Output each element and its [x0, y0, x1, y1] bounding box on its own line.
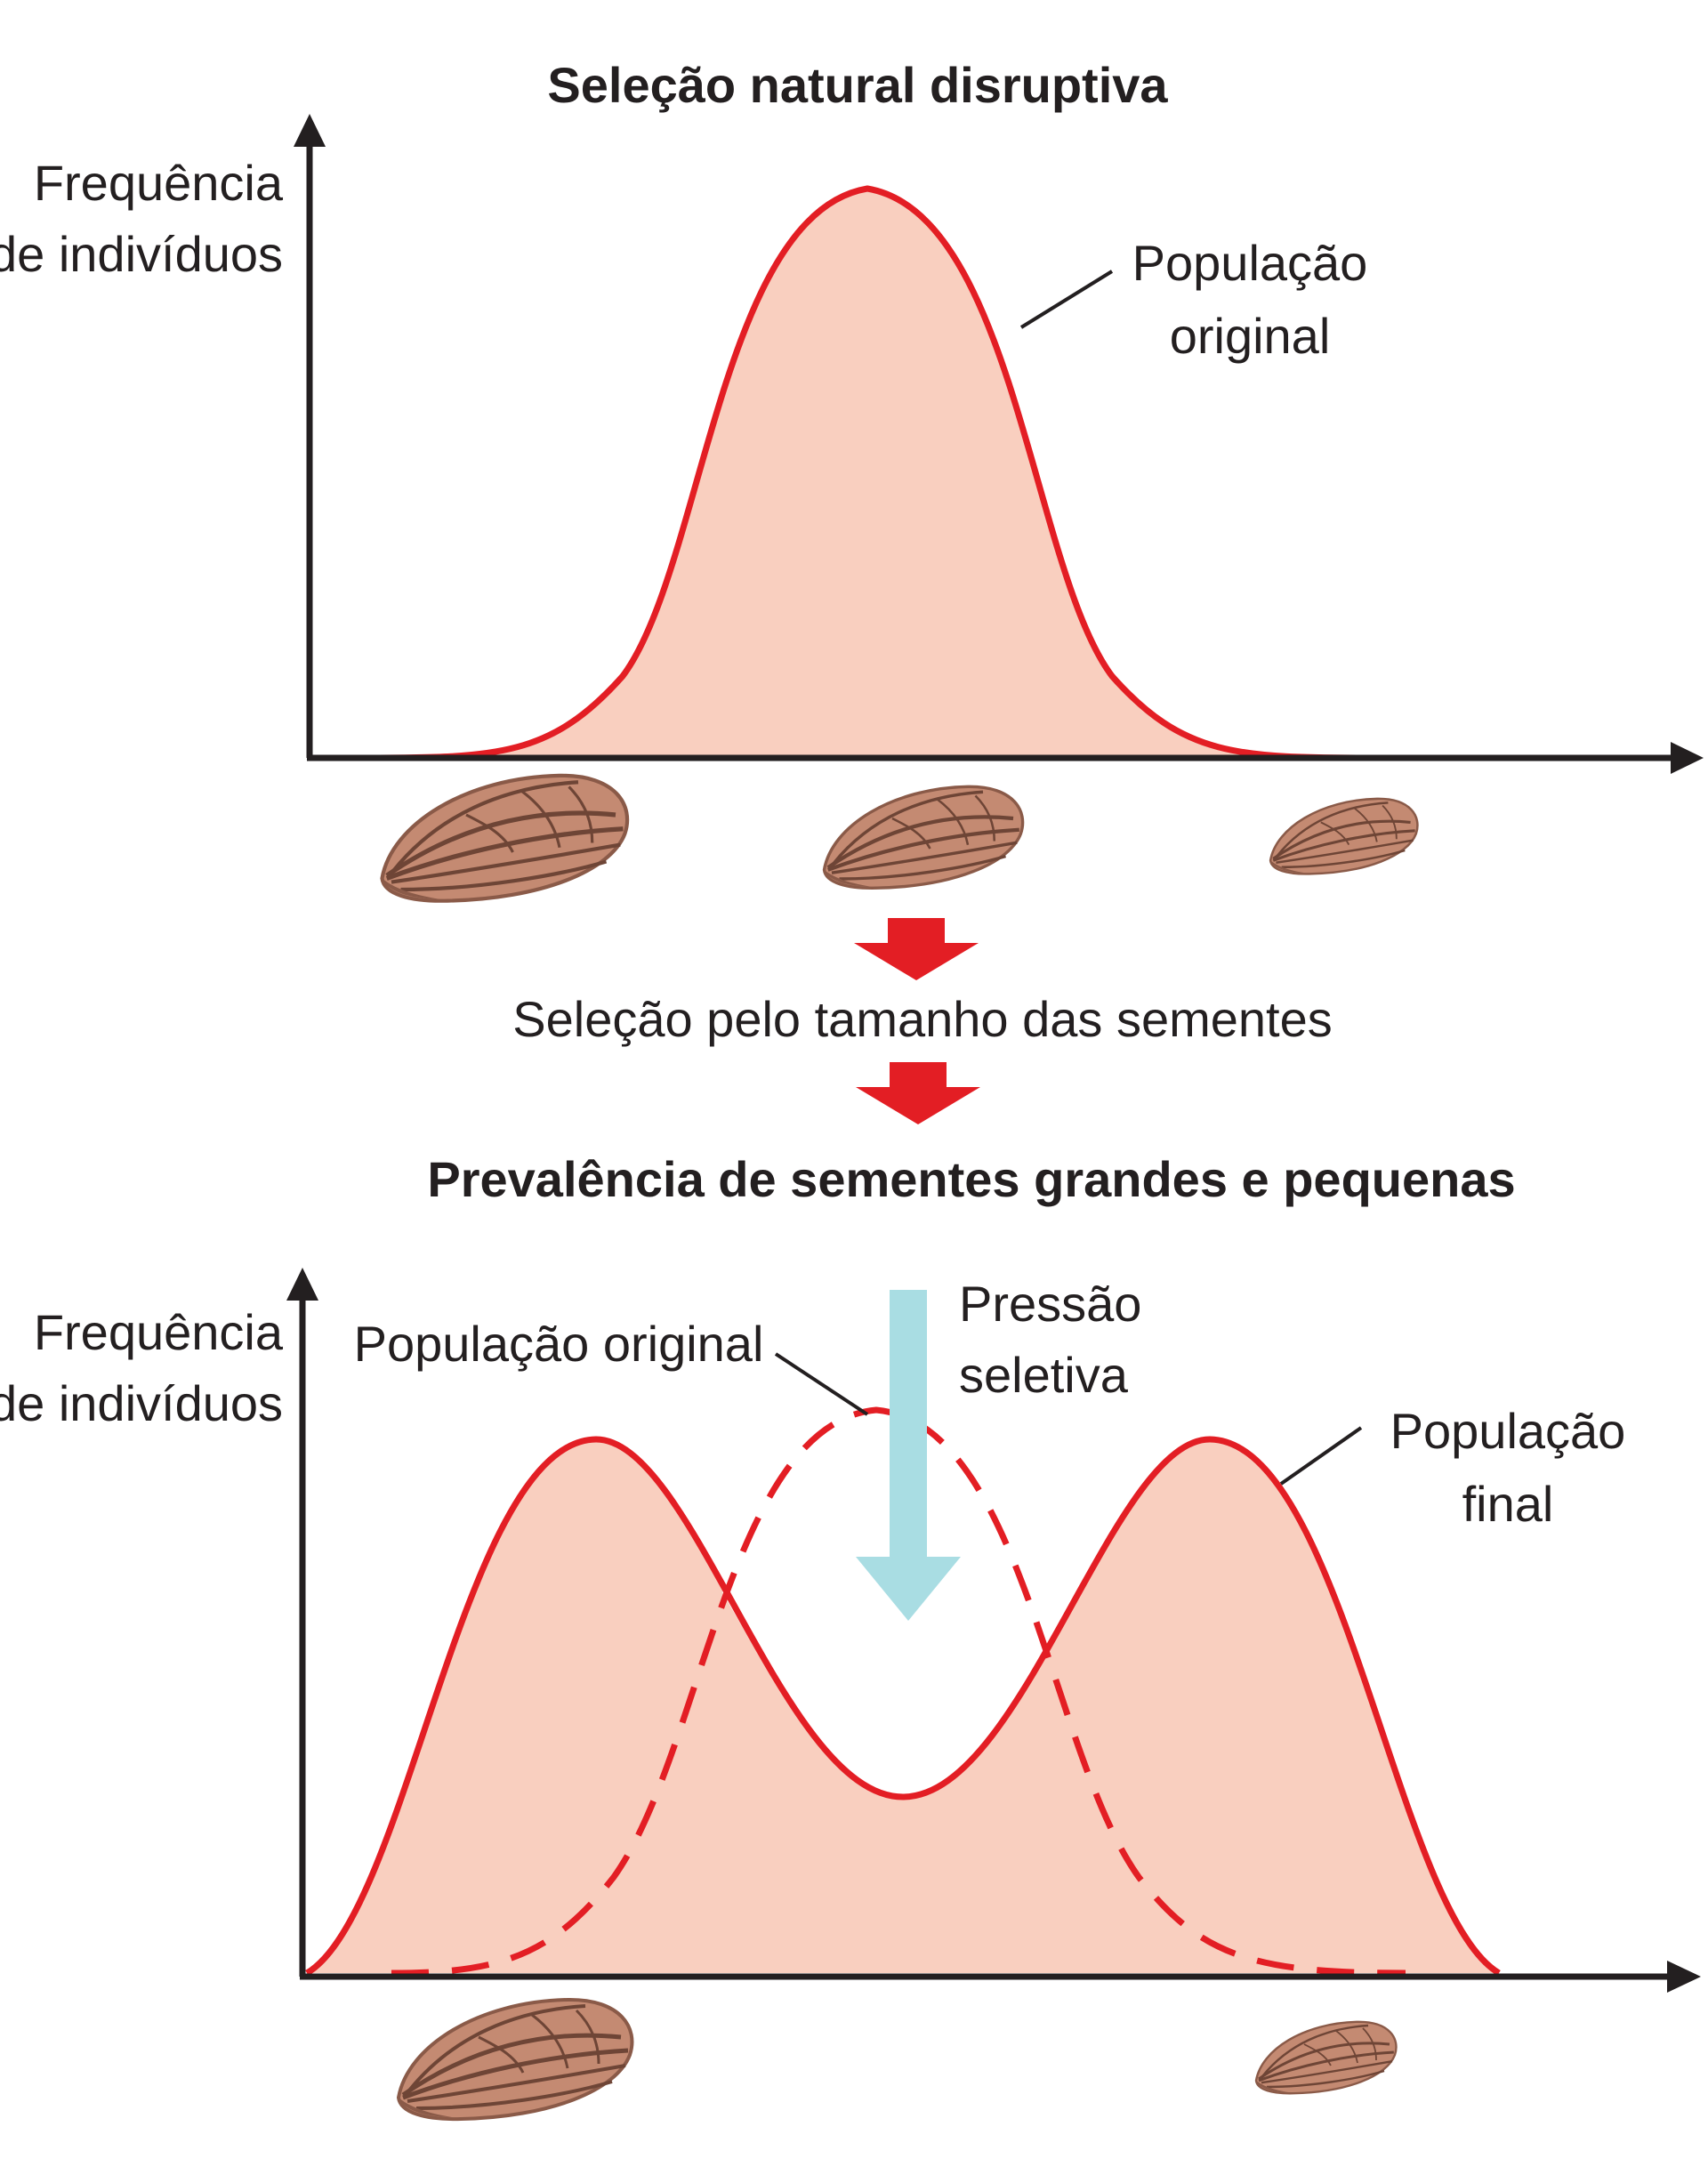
- final-curve-label-line2: final: [1462, 1476, 1554, 1532]
- bottom-y-axis-label-line1: Frequência: [34, 1304, 284, 1360]
- red-down-arrow-icon: [856, 1062, 980, 1124]
- seed-large-icon: [399, 2000, 632, 2119]
- dashed-original-population-curve: [391, 1406, 1406, 1977]
- top-panel-title: Seleção natural disruptiva: [547, 57, 1168, 113]
- selection-text: Seleção pelo tamanho das sementes: [512, 991, 1332, 1047]
- top-y-axis-arrowhead: [294, 114, 326, 147]
- seed-medium-icon: [825, 786, 1023, 888]
- top-original-population-area: [365, 189, 1374, 758]
- pressure-label-line2: seletiva: [959, 1347, 1129, 1403]
- bottom-y-axis-label-line2: de indivíduos: [0, 1375, 283, 1431]
- top-y-axis-label-line1: Frequência: [34, 155, 284, 211]
- bottom-y-axis-arrowhead: [286, 1268, 318, 1301]
- result-title: Prevalência de sementes grandes e pequen…: [427, 1151, 1515, 1207]
- final-curve-label-leader: [1279, 1426, 1363, 1486]
- top-curve-label-line2: original: [1170, 308, 1331, 364]
- final-population-curve: [305, 1436, 1501, 1977]
- pressure-label-line1: Pressão: [959, 1276, 1141, 1332]
- seed-small-icon: [1269, 797, 1420, 875]
- seed-large-icon: [383, 776, 628, 901]
- top-curve-label-line1: População: [1132, 235, 1368, 291]
- top-original-population-curve: [364, 185, 1375, 761]
- dashed-curve-label: População original: [354, 1316, 764, 1372]
- top-x-axis-arrowhead: [1671, 742, 1704, 774]
- dashed-curve-label-leader: [774, 1352, 869, 1416]
- top-curve-label-leader: [1019, 270, 1114, 329]
- final-population-area: [307, 1439, 1499, 1973]
- top-y-axis-label-line2: de indivíduos: [0, 226, 283, 282]
- seed-small-icon: [1254, 2020, 1398, 2095]
- bottom-x-axis-arrowhead: [1667, 1961, 1701, 1993]
- final-curve-label-line1: População: [1390, 1403, 1626, 1459]
- red-down-arrow-icon: [854, 918, 979, 980]
- pressure-arrow-icon: [856, 1290, 961, 1621]
